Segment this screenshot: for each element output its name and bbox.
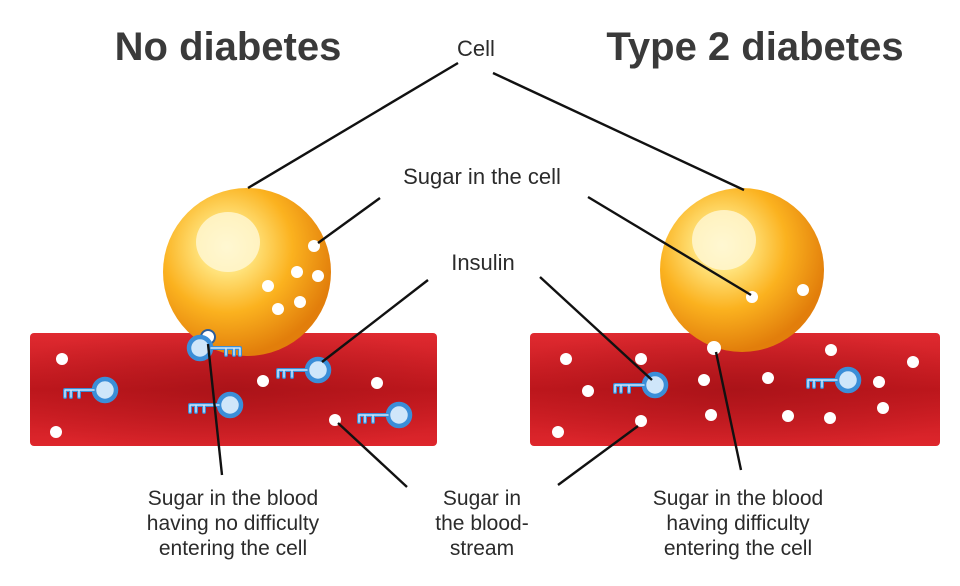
dot-icon <box>698 374 710 386</box>
caption-line: having no difficulty <box>147 512 320 535</box>
caption-difficulty: Sugar in the blood having difficulty ent… <box>653 487 823 560</box>
dot-icon <box>824 412 836 424</box>
caption-line: Sugar in the blood <box>653 487 823 510</box>
leader-sugar-cell-left <box>317 197 381 244</box>
label-insulin: Insulin <box>451 250 515 275</box>
dot-icon <box>877 402 889 414</box>
leader-bloodstream <box>337 422 408 488</box>
dot-icon <box>262 280 274 292</box>
dot-icon <box>705 409 717 421</box>
heading-no-diabetes: No diabetes <box>115 25 342 69</box>
caption-no-difficulty: Sugar in the blood having no difficulty … <box>147 487 320 560</box>
dot-icon <box>825 344 837 356</box>
cell-right <box>660 188 824 352</box>
leader-cell-right <box>492 71 745 192</box>
dot-icon <box>560 353 572 365</box>
dot-icon <box>552 426 564 438</box>
leader-sugar-cell-right <box>587 195 752 297</box>
dot-icon <box>257 375 269 387</box>
leader-bloodstream-right <box>557 425 639 486</box>
caption-line: Sugar in the blood <box>148 487 318 510</box>
leader-cell-left <box>247 61 459 190</box>
dot-icon <box>873 376 885 388</box>
key-icon <box>276 356 332 384</box>
caption-line: having difficulty <box>666 512 810 535</box>
dot-icon <box>272 303 284 315</box>
dot-icon <box>582 385 594 397</box>
dot-icon <box>294 296 306 308</box>
leader-blood-sugar-left <box>206 343 224 476</box>
dot-icon <box>635 353 647 365</box>
insulin-keys <box>63 334 862 429</box>
dot-icon <box>707 341 721 355</box>
dot-icon <box>308 240 320 252</box>
sugar-in-cell-left <box>262 240 324 315</box>
dot-icon <box>291 266 303 278</box>
key-icon <box>613 371 669 399</box>
leader-blood-sugar-right <box>714 351 743 471</box>
key-icon <box>63 376 119 404</box>
cell-left <box>163 188 331 356</box>
caption-line: entering the cell <box>159 537 307 560</box>
caption-line: stream <box>450 537 514 560</box>
heading-type2-diabetes: Type 2 diabetes <box>606 25 903 69</box>
key-icon <box>806 366 862 394</box>
dot-icon <box>797 284 809 296</box>
label-cell: Cell <box>457 36 495 61</box>
sugar-in-blood-right <box>552 341 919 438</box>
leader-insulin-right <box>539 276 653 381</box>
dot-icon <box>907 356 919 368</box>
caption-bloodstream: Sugar in the blood- stream <box>435 487 528 560</box>
dot-icon <box>312 270 324 282</box>
key-icon <box>357 401 413 429</box>
caption-line: Sugar in <box>443 487 521 510</box>
label-sugar-in-cell: Sugar in the cell <box>403 164 561 189</box>
key-icon <box>186 334 242 362</box>
sugar-in-cell-right <box>746 284 809 303</box>
key-icon <box>188 391 244 419</box>
dot-icon <box>56 353 68 365</box>
leader-lines <box>206 61 752 488</box>
caption-line: the blood- <box>435 512 528 535</box>
leader-insulin-left <box>321 279 429 363</box>
dot-icon <box>635 415 647 427</box>
dot-icon <box>762 372 774 384</box>
dot-icon <box>50 426 62 438</box>
caption-line: entering the cell <box>664 537 812 560</box>
dot-icon <box>782 410 794 422</box>
dot-icon <box>371 377 383 389</box>
